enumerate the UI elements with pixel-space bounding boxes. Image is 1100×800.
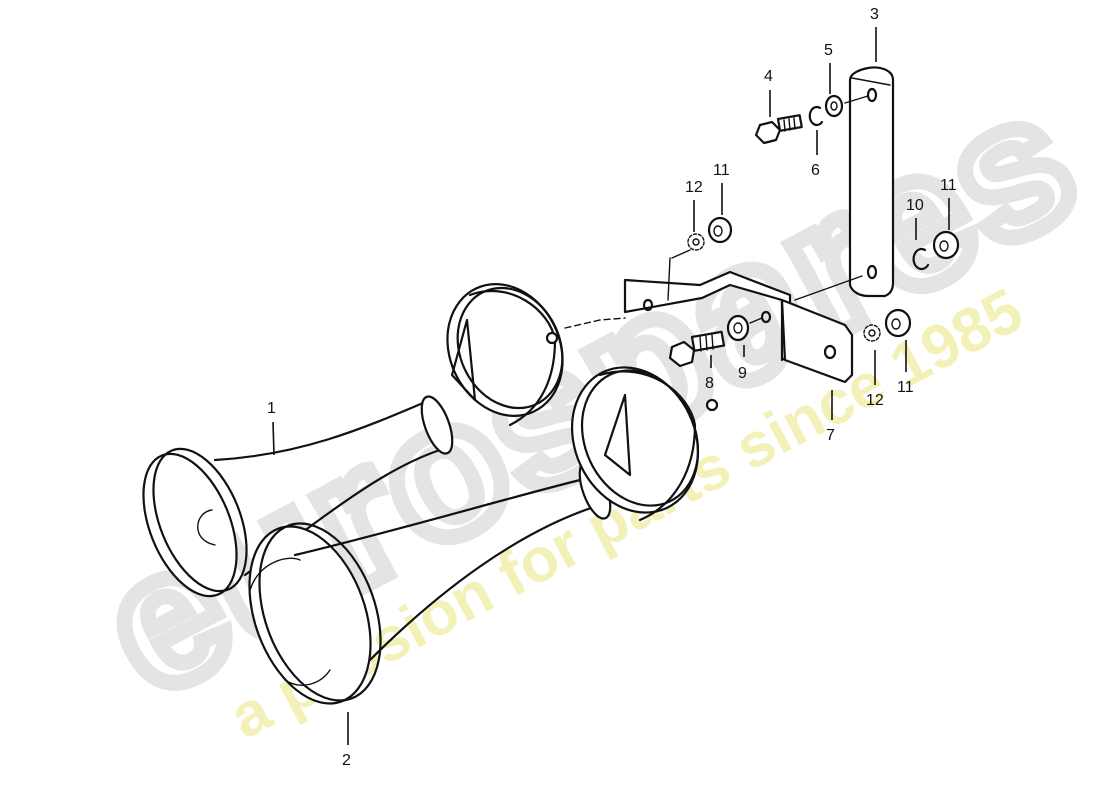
svg-text:12: 12: [866, 392, 884, 409]
lock-washer-12b[interactable]: [863, 324, 881, 342]
svg-text:9: 9: [738, 365, 747, 382]
support-strap[interactable]: [848, 66, 895, 298]
svg-text:4: 4: [764, 68, 773, 85]
spring-washer-6[interactable]: [808, 105, 824, 127]
svg-text:11: 11: [940, 177, 957, 194]
callout-7: 7: [826, 390, 835, 444]
svg-text:2: 2: [342, 752, 351, 769]
callout-3: 3: [870, 6, 879, 62]
bolt-4[interactable]: [754, 114, 803, 145]
svg-text:7: 7: [826, 427, 835, 444]
spring-washer-10[interactable]: [912, 247, 930, 271]
callout-11a: 11: [713, 162, 730, 215]
nut-11c[interactable]: [884, 308, 912, 338]
callout-2: 2: [342, 712, 351, 769]
lock-washer-12a[interactable]: [687, 233, 705, 251]
callout-10: 10: [906, 197, 924, 240]
washer-9[interactable]: [726, 314, 763, 342]
callout-12b: 12: [866, 350, 884, 409]
nut-11a[interactable]: [707, 216, 733, 244]
svg-text:11: 11: [713, 162, 730, 179]
svg-text:11: 11: [897, 379, 914, 396]
callout-4: 4: [764, 68, 773, 117]
washer-5[interactable]: [824, 94, 869, 118]
bracket[interactable]: [623, 270, 854, 384]
callout-9: 9: [738, 345, 747, 382]
svg-text:10: 10: [906, 197, 924, 214]
svg-text:5: 5: [824, 42, 833, 59]
nut-11b[interactable]: [932, 230, 960, 260]
callout-5: 5: [824, 42, 833, 94]
callout-6: 6: [811, 130, 820, 179]
svg-text:3: 3: [870, 6, 879, 23]
assembly-lines: [564, 249, 863, 329]
callout-12a: 12: [685, 179, 703, 232]
svg-text:8: 8: [705, 375, 714, 392]
callout-11b: 11: [940, 177, 957, 230]
callout-1: 1: [267, 400, 276, 456]
bolt-8[interactable]: [668, 330, 726, 368]
callout-8: 8: [705, 355, 714, 392]
horn-2[interactable]: [227, 347, 721, 721]
svg-text:12: 12: [685, 179, 703, 196]
callout-11c: 11: [897, 340, 914, 396]
svg-text:1: 1: [267, 400, 276, 417]
svg-text:6: 6: [811, 162, 820, 179]
